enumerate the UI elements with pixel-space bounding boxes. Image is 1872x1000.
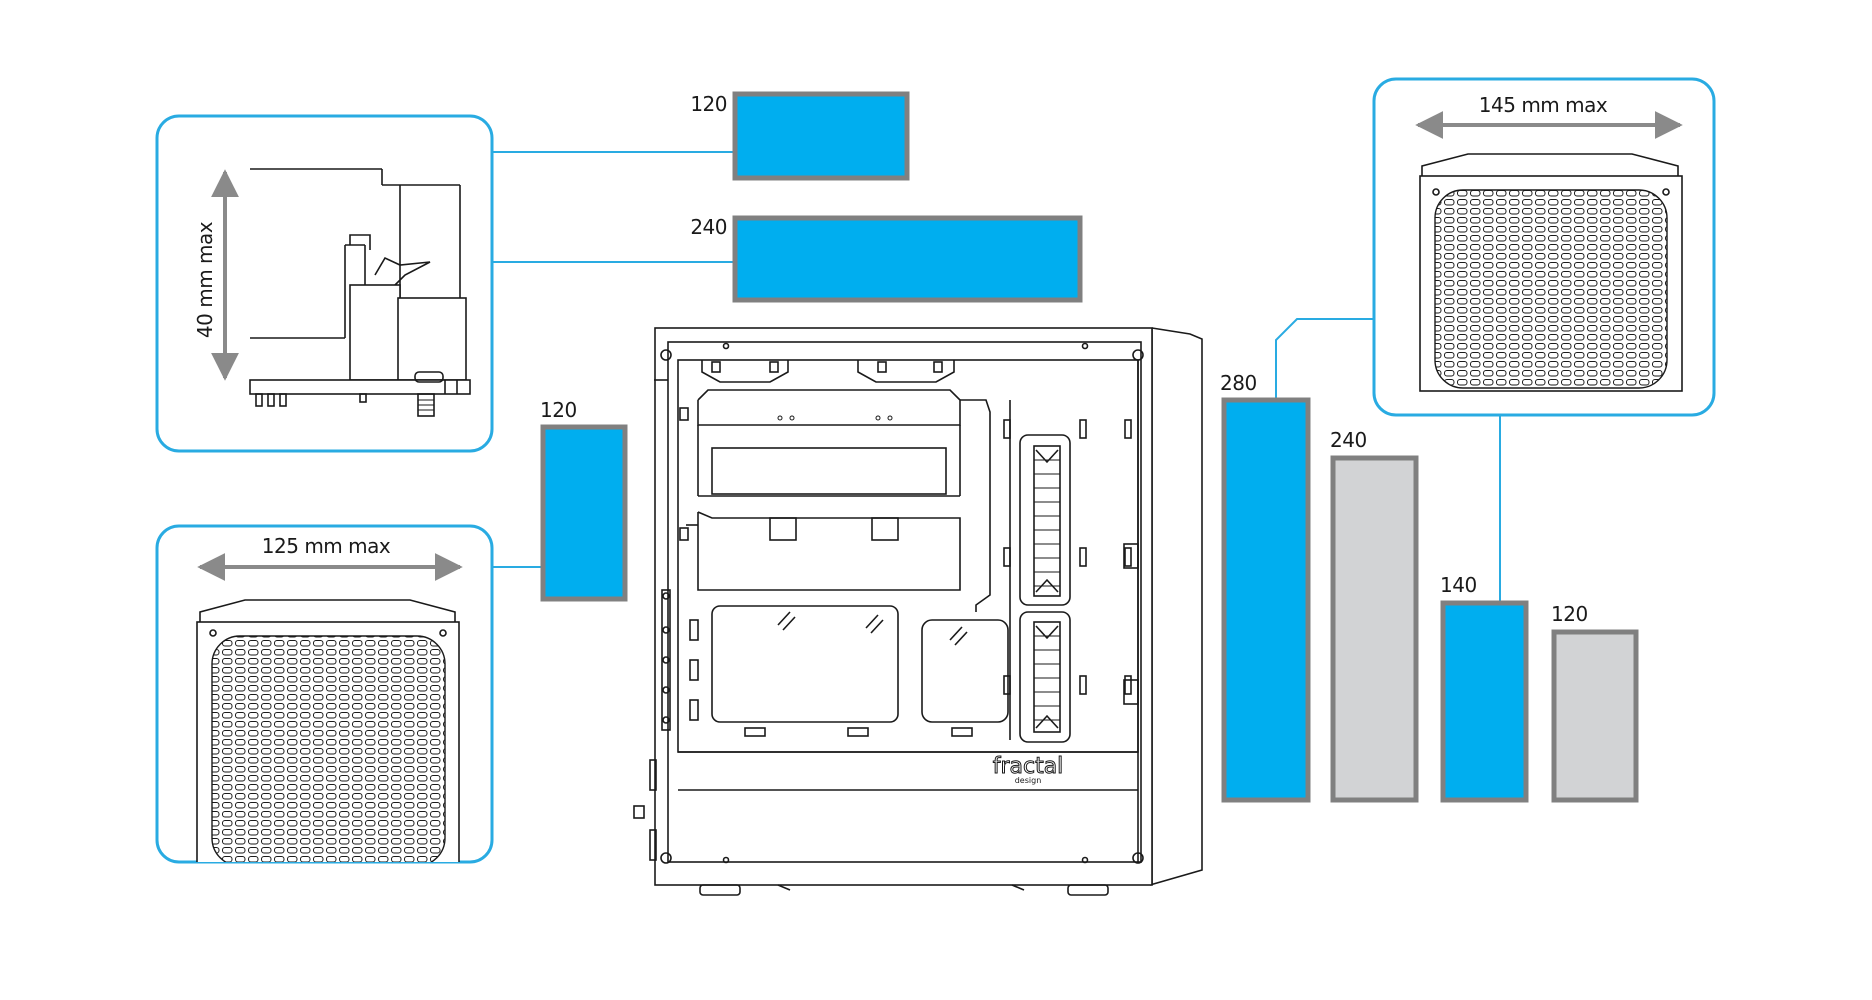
radiator-front-240: 240: [1330, 428, 1419, 803]
radiator-front-120-label: 120: [1551, 602, 1588, 626]
radiator-front-280: 280: [1220, 371, 1311, 803]
radiator-top-120: 120: [690, 91, 910, 181]
front-width-label: 145 mm max: [1479, 93, 1608, 117]
radiator-top-120-label: 120: [690, 92, 727, 116]
radiator-front-140: 140: [1440, 573, 1529, 803]
radiator-rear-120: 120: [540, 398, 628, 602]
top-clearance-illustration: [249, 168, 471, 417]
radiator-front-120: 120: [1551, 602, 1639, 803]
rear-radiator-illustration: [196, 599, 460, 862]
radiator-front-240-label: 240: [1330, 428, 1367, 452]
case-brand-logo: fractal: [993, 754, 1064, 779]
case-brand-sub: design: [1015, 776, 1042, 785]
pc-case-illustration: fractal design: [633, 327, 1203, 896]
front-width-callout: 145 mm max: [1372, 77, 1716, 417]
connector-front-280: [1275, 318, 1374, 400]
radiator-top-240: 240: [690, 215, 1083, 303]
top-clearance-callout: 40 mm max: [155, 114, 494, 453]
connector-lines: [492, 151, 1501, 603]
rear-width-callout: 125 mm max: [155, 524, 494, 864]
radiator-rear-120-label: 120: [540, 398, 577, 422]
radiator-front-140-label: 140: [1440, 573, 1477, 597]
front-radiator-illustration: [1419, 153, 1683, 392]
top-clearance-label: 40 mm max: [193, 221, 217, 338]
radiator-front-280-label: 280: [1220, 371, 1257, 395]
radiator-top-240-label: 240: [690, 215, 727, 239]
rear-width-label: 125 mm max: [262, 534, 391, 558]
